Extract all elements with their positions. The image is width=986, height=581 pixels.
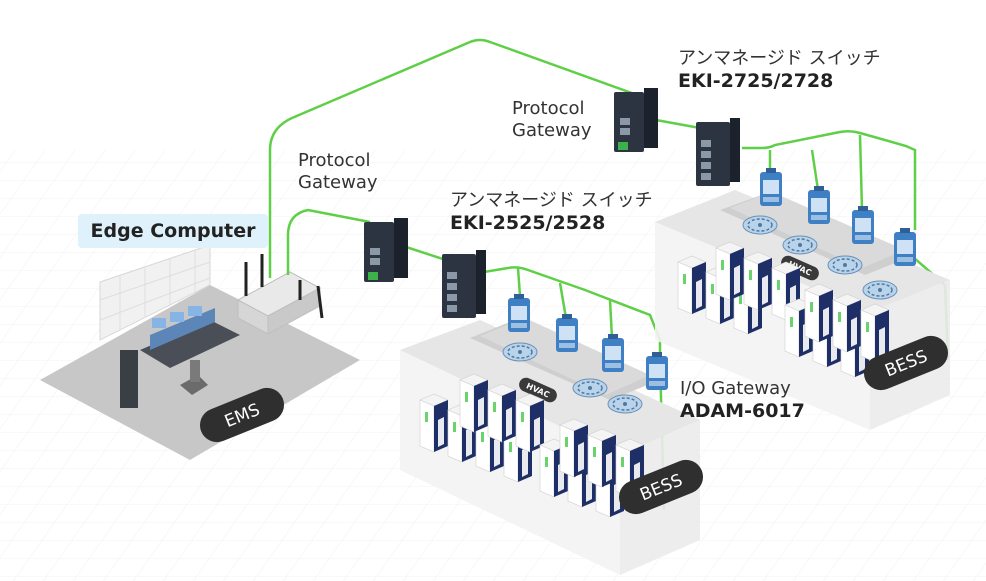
protocol-gateway-left-line2: Gateway bbox=[298, 172, 378, 193]
io-gateway-model: ADAM-6017 bbox=[680, 400, 805, 422]
network-switch-device-right bbox=[696, 118, 740, 186]
protocol-gateway-label-right: Protocol Gateway bbox=[512, 98, 592, 142]
bess-room-right: HVAC BESS bbox=[655, 190, 950, 430]
control-desk-icon bbox=[120, 306, 240, 408]
io-gateway-label: I/O Gateway ADAM-6017 bbox=[680, 378, 805, 422]
switch-right-model: EKI-2725/2728 bbox=[678, 70, 834, 92]
protocol-gateway-right-line1: Protocol bbox=[512, 98, 585, 119]
io-gateway-line1: I/O Gateway bbox=[680, 378, 791, 399]
switch-label-left: アンマネージド スイッチ EKI-2525/2528 bbox=[450, 190, 653, 234]
edge-computer-device bbox=[236, 254, 324, 335]
bess-room-left: HVAC BESS bbox=[400, 318, 704, 575]
switch-right-line1: アンマネージド スイッチ bbox=[678, 48, 881, 69]
protocol-gateway-label-left: Protocol Gateway bbox=[298, 150, 378, 194]
protocol-gateway-device-right bbox=[614, 88, 658, 152]
bess-pill-right: BESS bbox=[863, 335, 949, 391]
switch-left-model: EKI-2525/2528 bbox=[450, 212, 606, 234]
protocol-gateway-left-line1: Protocol bbox=[298, 150, 371, 171]
ems-room: EMS bbox=[40, 244, 360, 460]
edge-computer-label: Edge Computer bbox=[78, 214, 268, 248]
protocol-gateway-device-left bbox=[364, 218, 408, 282]
network-switch-device-left bbox=[442, 250, 486, 318]
switch-left-line1: アンマネージド スイッチ bbox=[450, 190, 653, 211]
ems-pill: EMS bbox=[199, 387, 285, 443]
protocol-gateway-right-line2: Gateway bbox=[512, 120, 592, 141]
switch-label-right: アンマネージド スイッチ EKI-2725/2728 bbox=[678, 48, 881, 92]
